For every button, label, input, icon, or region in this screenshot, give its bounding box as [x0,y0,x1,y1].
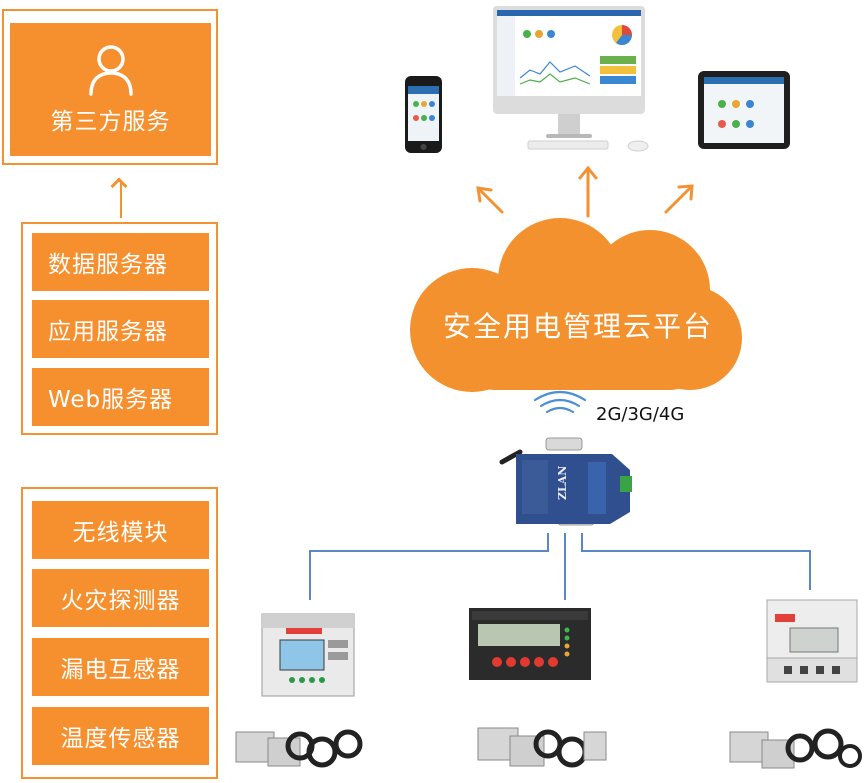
app-server-box: 应用服务器 [32,300,209,358]
fire-alarm-panel-center [469,608,591,680]
app-server-label: 应用服务器 [48,319,168,345]
web-server-box: Web服务器 [32,368,209,426]
web-server-label: Web服务器 [48,387,174,413]
fire-alarm-panel-left [261,613,355,697]
upload-arrows [476,165,694,218]
temperature-sensor-label: 温度传感器 [60,726,181,752]
cloud-platform-label: 安全用电管理云平台 [442,310,713,343]
fire-detector-label: 火灾探测器 [60,588,181,614]
data-server-box: 数据服务器 [32,233,209,291]
connection-lines [309,533,811,600]
up-arrow-left [120,182,122,218]
sensor-group-right [729,728,862,769]
server-group-frame [21,222,218,435]
leakage-transformer-label: 漏电互感器 [60,657,181,683]
cloud-platform-shape [410,218,742,392]
network-label: 2G/3G/4G [596,404,685,425]
third-party-box: 第三方服务 [10,23,211,156]
din-rail-meter-right [766,599,858,683]
user-icon [88,44,133,96]
smartphone-icon [405,76,442,153]
desktop-computer-icon [493,6,649,152]
wireless-module-label: 无线模块 [72,520,169,546]
gateway-brand: ZLAN [556,466,569,500]
sensor-group-center [477,727,607,768]
data-server-label: 数据服务器 [48,252,168,278]
temperature-sensor-box: 温度传感器 [32,707,209,765]
wireless-module-box: 无线模块 [32,501,209,559]
fire-detector-box: 火灾探测器 [32,569,209,627]
wifi-signal-icon [533,390,587,414]
sensor-group-left [235,729,363,768]
third-party-frame [2,9,218,165]
tablet-icon [698,71,790,149]
wireless-gateway-device: ZLAN [499,437,632,526]
leakage-transformer-box: 漏电互感器 [32,638,209,696]
third-party-label: 第三方服务 [50,108,171,135]
device-group-frame [21,487,218,779]
